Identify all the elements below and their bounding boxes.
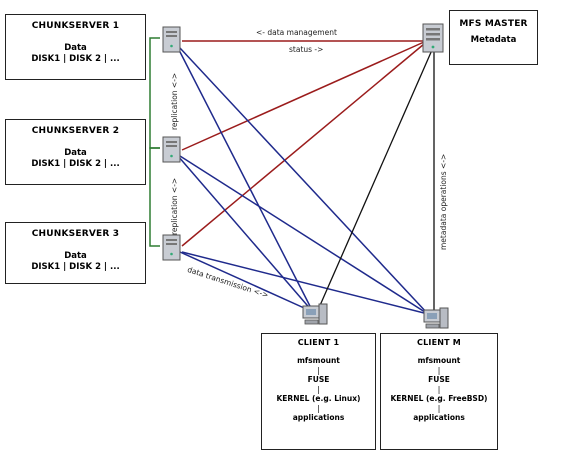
client-1-separator-2: | (317, 385, 320, 394)
client-1-separator-1: | (317, 366, 320, 375)
chunkserver-2-title: CHUNKSERVER 2 (31, 126, 120, 136)
chunkserver-2-icon (162, 136, 181, 163)
chunkserver-1-disks: DISK1 | DISK 2 | ... (31, 54, 120, 64)
management-link-cs2 (181, 41, 425, 151)
transmission-cs3-client1 (179, 251, 314, 313)
replication-links (149, 37, 160, 247)
metadata-links (317, 49, 435, 312)
client-1-separator-3: | (317, 404, 320, 413)
client-m-icon (423, 307, 449, 329)
transmission-cs1-client1 (177, 47, 314, 313)
mfs-master-title: MFS MASTER (459, 19, 528, 29)
client-m-separator-3: | (437, 404, 441, 413)
client-1-box: CLIENT 1 mfsmount | FUSE | KERNEL (e.g. … (261, 333, 376, 450)
client-1-applications: applications (292, 413, 345, 422)
client-1-fuse: FUSE (307, 375, 330, 384)
chunkserver-2-data-label: Data (64, 148, 87, 158)
replication-link-1-2 (149, 37, 160, 149)
transmission-cs2-client1 (177, 155, 314, 313)
management-links (181, 40, 425, 247)
chunkserver-3-icon (162, 234, 181, 261)
chunkserver-3-disks: DISK1 | DISK 2 | ... (31, 262, 120, 272)
chunkserver-3-data-label: Data (64, 251, 87, 261)
mfs-master-box: MFS MASTER Metadata (449, 10, 538, 65)
management-link-cs3 (181, 43, 425, 247)
client-m-applications: applications (413, 413, 465, 422)
master-server-icon (422, 23, 444, 53)
chunkserver-1-icon (162, 26, 181, 53)
transmission-cs3-clientm (181, 251, 429, 315)
client-1-mfsmount: mfsmount (297, 356, 340, 365)
client-1-title: CLIENT 1 (297, 338, 340, 347)
metadata-operations-label: metadata operations <-> (439, 153, 448, 250)
client-m-fuse: FUSE (428, 375, 450, 384)
chunkserver-2-disks: DISK1 | DISK 2 | ... (31, 159, 120, 169)
chunkserver-1-box: CHUNKSERVER 1 Data DISK1 | DISK 2 | ... (5, 14, 146, 80)
client-m-title: CLIENT M (417, 338, 461, 347)
client-1-icon (302, 303, 328, 325)
metadata-link-client1 (317, 49, 433, 311)
mfs-master-subtitle: Metadata (470, 35, 517, 45)
transmission-links (177, 47, 429, 315)
client-m-separator-2: | (437, 385, 441, 394)
chunkserver-1-data-label: Data (64, 43, 87, 53)
transmission-cs1-clientm (179, 47, 429, 315)
client-m-box: CLIENT M mfsmount | FUSE | KERNEL (e.g. … (380, 333, 498, 450)
chunkserver-3-title: CHUNKSERVER 3 (31, 229, 120, 239)
status-label: status -> (289, 45, 324, 54)
client-1-kernel: KERNEL (e.g. Linux) (276, 394, 361, 403)
chunkserver-1-title: CHUNKSERVER 1 (31, 21, 120, 31)
transmission-cs2-clientm (179, 155, 429, 315)
client-m-kernel: KERNEL (e.g. FreeBSD) (390, 394, 488, 403)
client-m-separator-1: | (437, 366, 441, 375)
client-m-mfsmount: mfsmount (417, 356, 461, 365)
chunkserver-3-box: CHUNKSERVER 3 Data DISK1 | DISK 2 | ... (5, 222, 146, 284)
replication-label-2: replication <-> (170, 177, 179, 235)
data-management-label: <- data management (256, 28, 337, 37)
chunkserver-2-box: CHUNKSERVER 2 Data DISK1 | DISK 2 | ... (5, 119, 146, 185)
replication-label-1: replication <-> (170, 72, 179, 130)
replication-link-2-3 (149, 147, 160, 247)
